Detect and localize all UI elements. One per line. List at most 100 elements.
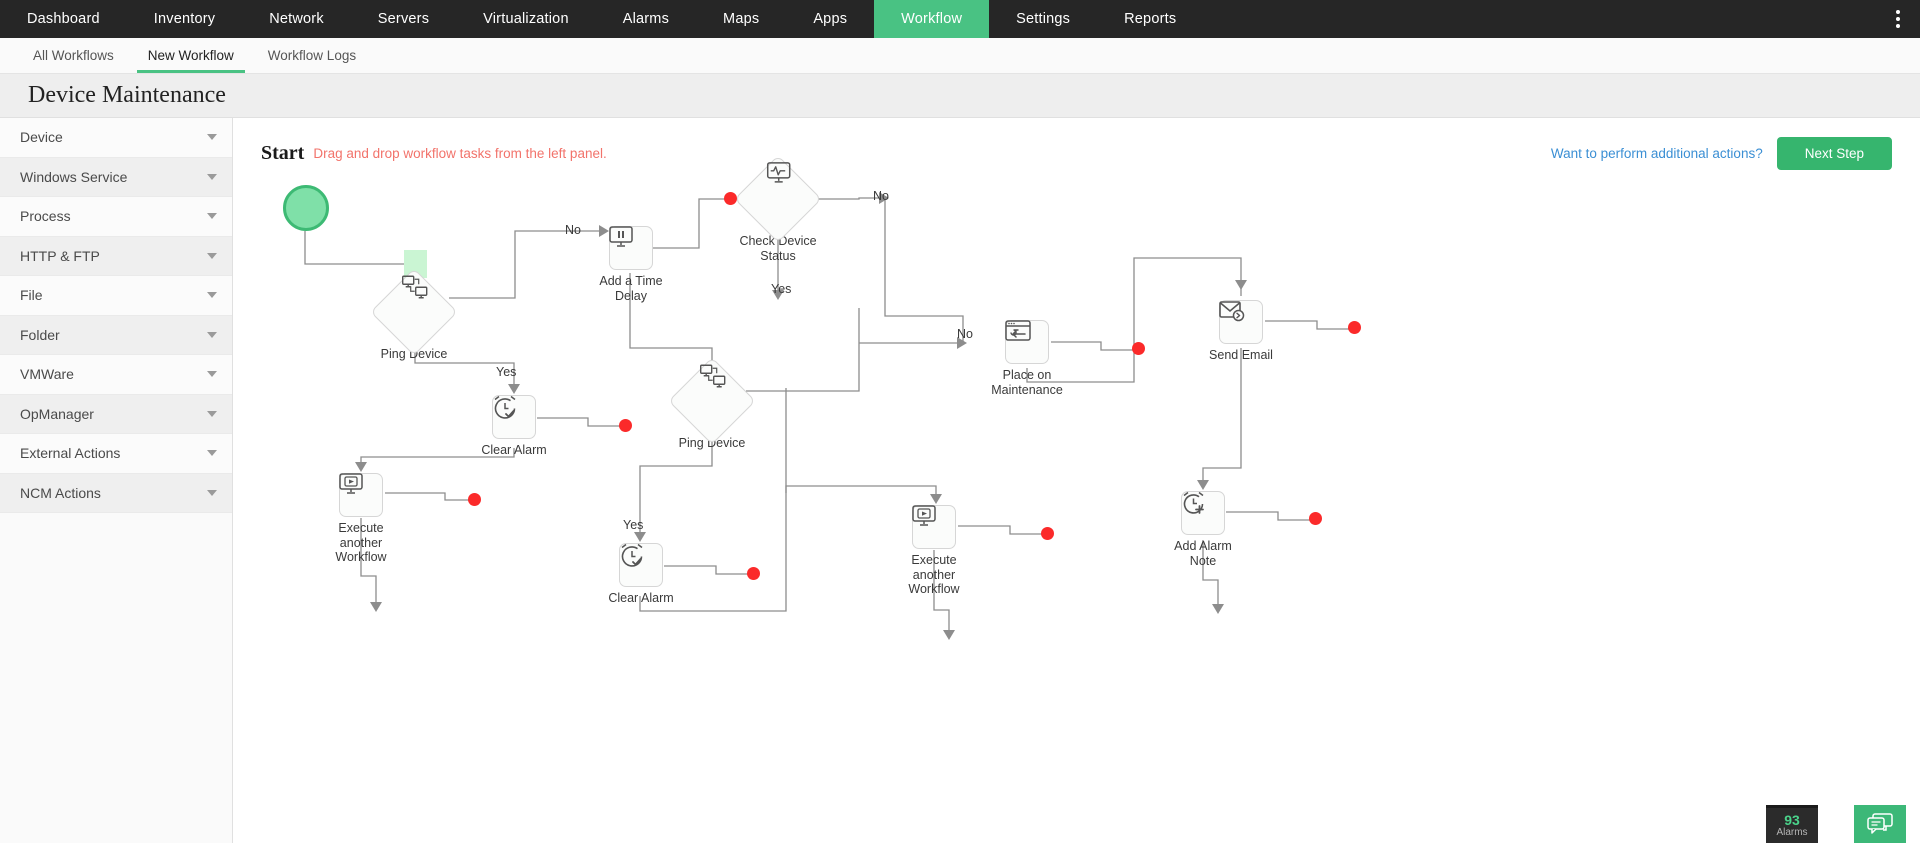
- sidebar-item-opmanager[interactable]: OpManager: [0, 394, 232, 434]
- tab-workflow-logs[interactable]: Workflow Logs: [267, 48, 357, 63]
- topnav-item-dashboard[interactable]: Dashboard: [27, 11, 100, 27]
- alarm-count-widget[interactable]: 93 Alarms: [1766, 805, 1818, 843]
- workflow-node-clear-alarm-2[interactable]: Clear Alarm: [608, 543, 680, 606]
- workflow-end-dot[interactable]: [1309, 512, 1322, 525]
- workflow-end-dot[interactable]: [747, 567, 760, 580]
- next-step-button[interactable]: Next Step: [1776, 136, 1892, 170]
- chevron-down-icon[interactable]: [207, 410, 217, 417]
- workflow-node-place-on-maintenance[interactable]: Place on Maintenance: [991, 320, 1082, 397]
- device-status-icon: [766, 162, 791, 183]
- workflow-start-node[interactable]: [283, 185, 329, 231]
- topnav-item-virtualization[interactable]: Virtualization: [483, 11, 569, 27]
- topnav-item-inventory[interactable]: Inventory: [153, 11, 216, 27]
- workflow-end-dot[interactable]: [1348, 321, 1361, 334]
- workflow-node-clear-alarm-1[interactable]: Clear Alarm: [481, 395, 553, 458]
- workflow-node-execute-another-workflow-1[interactable]: Execute another Workflow: [335, 473, 400, 565]
- node-label: Ping Device: [380, 347, 448, 361]
- edge-label-yes-1: Yes: [496, 365, 517, 379]
- node-shape[interactable]: [609, 226, 653, 270]
- sidebar-item-label: Folder: [20, 326, 60, 343]
- topnav-item-alarms[interactable]: Alarms: [622, 11, 670, 27]
- ping-device-icon: [700, 364, 726, 388]
- node-shape[interactable]: [492, 395, 536, 439]
- maintenance-icon: [1005, 320, 1031, 341]
- sidebar-item-http-ftp[interactable]: HTTP & FTP: [0, 236, 232, 276]
- add-alarm-note-icon: [1183, 491, 1204, 514]
- clear-alarm-icon: [621, 543, 643, 567]
- additional-actions-link[interactable]: Want to perform additional actions?: [1550, 145, 1763, 161]
- workflow-end-dot[interactable]: [468, 493, 481, 506]
- node-shape[interactable]: [370, 268, 458, 356]
- canvas-header-actions: Want to perform additional actions? Next…: [1550, 136, 1892, 170]
- sidebar-item-device[interactable]: Device: [0, 118, 232, 158]
- topnav-item-maps[interactable]: Maps: [723, 11, 760, 27]
- workflow-node-add-time-delay[interactable]: Add a Time Delay: [599, 226, 670, 303]
- sidebar-item-vmware[interactable]: VMWare: [0, 355, 232, 395]
- topnav-item-servers[interactable]: Servers: [377, 11, 430, 27]
- node-label: Clear Alarm: [481, 443, 547, 457]
- workflow-node-send-email[interactable]: Send Email: [1209, 300, 1280, 363]
- tab-all-workflows[interactable]: All Workflows: [33, 48, 114, 63]
- chevron-down-icon[interactable]: [207, 450, 217, 457]
- topnav-item-settings[interactable]: Settings: [1016, 11, 1071, 27]
- node-shape[interactable]: [1219, 300, 1263, 344]
- node-label: Execute another Workflow: [908, 553, 960, 596]
- workflow-node-check-device-status[interactable]: Check Device Status: [734, 155, 822, 263]
- edge-label-no-3: No: [957, 327, 973, 341]
- sidebar-item-ncm-actions[interactable]: NCM Actions: [0, 473, 232, 513]
- sidebar-item-windows-service[interactable]: Windows Service: [0, 157, 232, 197]
- sidebar-item-file[interactable]: File: [0, 276, 232, 316]
- node-shape[interactable]: [912, 505, 956, 549]
- top-navigation-bar: Dashboard Inventory Network Servers Virt…: [0, 0, 1920, 38]
- node-shape[interactable]: [1181, 491, 1225, 535]
- execute-workflow-icon: [339, 473, 363, 494]
- workflow-node-ping-device-2[interactable]: Ping Device: [668, 357, 756, 451]
- workflow-node-add-alarm-note[interactable]: Add Alarm Note: [1174, 491, 1242, 568]
- chat-bubbles-icon: [1867, 813, 1893, 834]
- chat-widget-button[interactable]: [1854, 805, 1906, 843]
- ping-device-icon: [402, 275, 428, 299]
- sub-navigation-bar: All Workflows New Workflow Workflow Logs: [0, 38, 1920, 74]
- sidebar-item-label: Device: [20, 129, 63, 146]
- node-label: Add Alarm Note: [1174, 539, 1232, 568]
- alarm-count: 93: [1784, 811, 1800, 828]
- sidebar-item-label: VMWare: [20, 366, 74, 383]
- topnav-item-network[interactable]: Network: [269, 11, 324, 27]
- sidebar-item-external-actions[interactable]: External Actions: [0, 434, 232, 474]
- node-shape[interactable]: [619, 543, 663, 587]
- topnav-item-apps[interactable]: Apps: [813, 11, 848, 27]
- sidebar-item-label: Process: [20, 208, 71, 225]
- node-shape[interactable]: [668, 357, 756, 445]
- node-label: Place on Maintenance: [991, 368, 1063, 397]
- topnav-item-reports[interactable]: Reports: [1124, 11, 1177, 27]
- chevron-down-icon[interactable]: [207, 173, 217, 180]
- node-label: Check Device Status: [739, 234, 817, 263]
- workflow-node-execute-another-workflow-2[interactable]: Execute another Workflow: [908, 505, 973, 597]
- chevron-down-icon[interactable]: [207, 371, 217, 378]
- chevron-down-icon[interactable]: [207, 252, 217, 259]
- connector-lines: [304, 192, 1349, 640]
- workflow-node-ping-device-1[interactable]: Ping Device: [370, 268, 458, 362]
- time-delay-icon: [609, 226, 633, 247]
- workflow-end-dot[interactable]: [1132, 342, 1145, 355]
- node-shape[interactable]: [1005, 320, 1049, 364]
- sidebar-item-label: Windows Service: [20, 168, 128, 185]
- sidebar-item-label: NCM Actions: [20, 484, 101, 501]
- workflow-end-dot[interactable]: [619, 419, 632, 432]
- sidebar-item-process[interactable]: Process: [0, 197, 232, 237]
- node-label: Add a Time Delay: [599, 274, 663, 303]
- chevron-down-icon[interactable]: [207, 134, 217, 141]
- workflow-canvas[interactable]: Start Drag and drop workflow tasks from …: [233, 118, 1920, 843]
- sidebar-item-folder[interactable]: Folder: [0, 315, 232, 355]
- chevron-down-icon[interactable]: [207, 489, 217, 496]
- node-shape[interactable]: [734, 155, 822, 243]
- vertical-dots-icon[interactable]: [1884, 0, 1912, 38]
- chevron-down-icon[interactable]: [207, 213, 217, 220]
- chevron-down-icon[interactable]: [207, 331, 217, 338]
- chevron-down-icon[interactable]: [207, 292, 217, 299]
- tab-new-workflow[interactable]: New Workflow: [131, 38, 251, 73]
- workflow-end-dot[interactable]: [724, 192, 737, 205]
- workflow-end-dot[interactable]: [1041, 527, 1054, 540]
- node-shape[interactable]: [339, 473, 383, 517]
- topnav-item-workflow[interactable]: Workflow: [874, 0, 990, 38]
